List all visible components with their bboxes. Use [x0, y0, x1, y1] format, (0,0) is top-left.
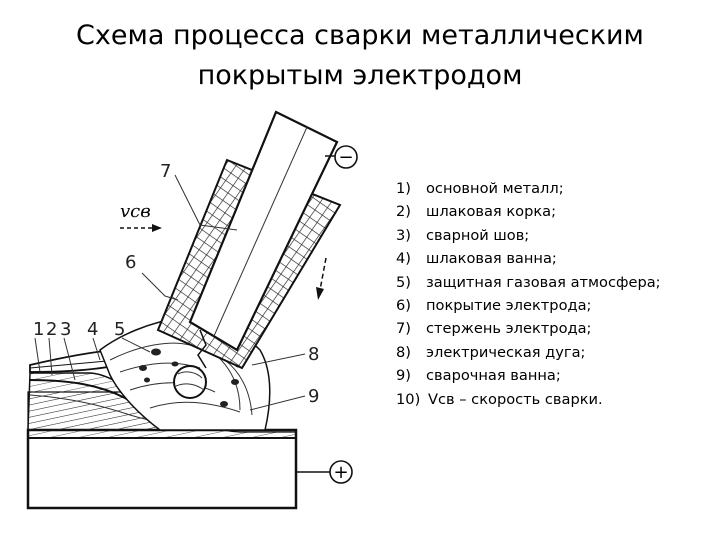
legend-text: сварной шов;: [426, 226, 530, 244]
legend-num: 6): [396, 297, 411, 315]
page-title: Схема процесса сварки металлическим покр…: [0, 16, 720, 96]
speed-arrow: vсв: [120, 201, 162, 232]
label-1: 1: [33, 319, 44, 340]
legend-text: шлаковая ванна;: [426, 250, 557, 268]
legend-item: 10) Vсв – скорость сварки.: [396, 388, 716, 411]
legend-text: стержень электрода;: [426, 320, 592, 338]
legend-item: 7) стержень электрода;: [396, 317, 716, 340]
arc: [197, 329, 207, 369]
legend-item: 2) шлаковая корка;: [396, 200, 716, 223]
legend-item: 4) шлаковая ванна;: [396, 247, 716, 270]
legend-num: 4): [396, 250, 411, 268]
plus-terminal: [329, 460, 353, 484]
title-line-2: покрытым электродом: [197, 60, 523, 91]
label-3: 3: [60, 319, 71, 340]
legend-num: 3): [396, 226, 411, 244]
electrode-rod: [188, 110, 339, 352]
legend-text: защитная газовая атмосфера;: [426, 273, 661, 291]
legend-num: 10): [396, 390, 421, 408]
label-8: 8: [308, 344, 319, 365]
legend-text: основной металл;: [426, 180, 564, 197]
legend-text: электрическая дуга;: [426, 343, 586, 361]
label-7: 7: [160, 161, 171, 182]
legend-text: покрытие электрода;: [426, 297, 592, 315]
legend-text: шлаковая корка;: [426, 203, 557, 221]
legend-num: 2): [396, 203, 411, 221]
leader-lines: [34, 174, 306, 411]
minus-sign: −: [338, 147, 353, 168]
label-2: 2: [46, 319, 57, 340]
label-5: 5: [114, 319, 125, 340]
legend-item: 1) основной металл;: [396, 177, 716, 200]
legend: 1) основной металл; 2) шлаковая корка; 3) с…: [396, 177, 716, 411]
speed-label: vсв: [120, 201, 151, 222]
legend-item: 8) электрическая дуга;: [396, 341, 716, 364]
droplet: [173, 365, 207, 399]
legend-num: 5): [396, 273, 411, 291]
legend-num: 8): [396, 343, 411, 361]
legend-text: сварочная ванна;: [426, 367, 561, 385]
legend-num: 7): [396, 320, 411, 338]
plus-sign: +: [333, 462, 348, 483]
legend-text: Vсв – скорость сварки.: [428, 390, 603, 408]
label-9: 9: [308, 386, 319, 407]
legend-item: 5) защитная газовая атмосфера;: [396, 271, 716, 294]
title-line-1: Схема процесса сварки металлическим: [76, 20, 644, 51]
feed-arrow: [319, 257, 327, 291]
legend-num: 9): [396, 367, 411, 385]
legend-item: 6) покрытие электрода;: [396, 294, 716, 317]
legend-item: 3) сварной шов;: [396, 224, 716, 247]
legend-num: 1): [396, 180, 411, 197]
minus-terminal: [334, 145, 358, 169]
label-4: 4: [87, 319, 98, 340]
legend-item: 9) сварочная ванна;: [396, 364, 716, 387]
label-6: 6: [125, 252, 136, 273]
